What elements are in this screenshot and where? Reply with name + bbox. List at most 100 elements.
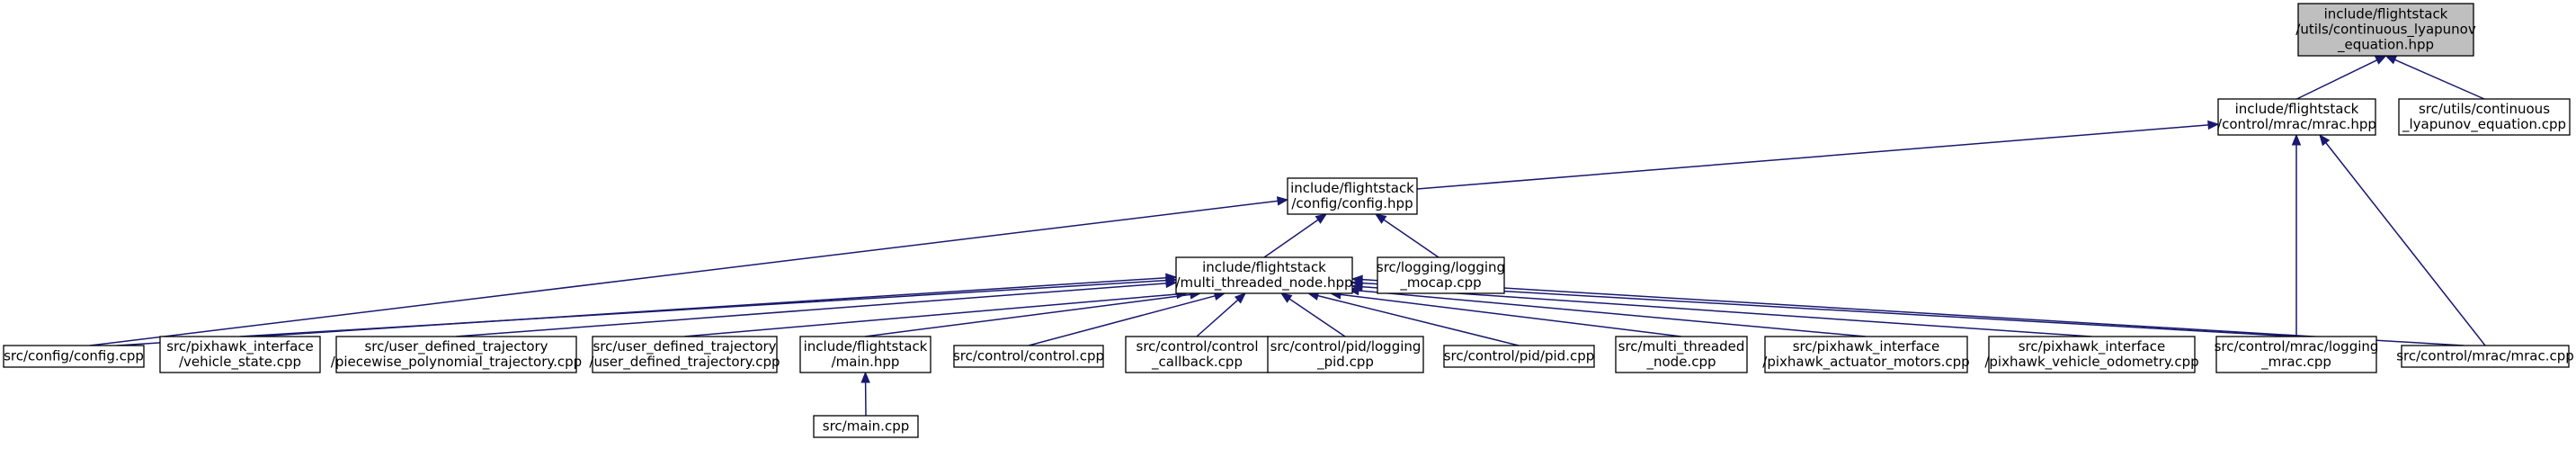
node-ctrlcb-cpp[interactable]: src/control/control_callback.cpp [1125,336,1270,373]
edge-arrowhead [2374,55,2387,65]
node-label-line: src/pixhawk_interface [2019,338,2166,355]
node-mtn-hpp[interactable]: include/flightstack/multi_threaded_node.… [1175,256,1353,294]
node-box[interactable] [2401,345,2570,368]
node-label-line: src/user_defined_trajectory [593,338,776,355]
node-label-line: include/flightstack [1202,259,1326,275]
edge-line [1361,285,2092,337]
edge-line [455,283,1167,337]
edge-logmrac_cpp-to-mrac_hpp [2291,133,2302,337]
edge-line [89,200,1279,346]
node-lyap-cpp[interactable]: src/utils/continuous_lyapunov_equation.c… [2398,98,2571,136]
node-box[interactable] [953,345,1104,368]
edge-line [1288,298,1346,337]
edge-line [683,293,1178,337]
node-label-line: /piecewise_polynomial_trajectory.cpp [331,354,582,371]
edge-arrowhead [1315,213,1328,224]
edge-logmocap_cpp-to-config_hpp [1374,213,1440,258]
edge-line [1383,219,1440,258]
node-logmrac-cpp[interactable]: src/control/mrac/logging_mrac.cpp [2215,336,2379,373]
node-label-line: _callback.cpp [1151,354,1243,371]
node-box[interactable] [159,336,321,373]
node-main-hpp[interactable]: include/flightstack/main.hpp [799,336,931,373]
edge-line [1358,290,1867,337]
node-label-line: /pixhawk_vehicle_odometry.cpp [1984,354,2198,371]
edge-arrowhead [2207,120,2220,130]
node-label-line: include/flightstack [804,338,928,355]
node-box[interactable] [2297,3,2474,57]
edge-arrowhead [2291,133,2302,146]
edge-piecewise_cpp-to-mtn_hpp [455,278,1178,337]
node-label-line: src/control/mrac/logging [2215,338,2379,355]
edge-arrowhead [1165,278,1178,289]
node-label-line: src/control/pid/pid.cpp [1444,348,1595,364]
node-actmot-cpp[interactable]: src/pixhawk_interface/pixhawk_actuator_m… [1762,336,1970,373]
node-box[interactable] [799,336,931,373]
edge-line [1340,293,1682,337]
edge-line [1263,219,1319,258]
node-control-cpp[interactable]: src/control/control.cpp [953,345,1104,368]
node-label-line: src/main.cpp [823,418,910,435]
edge-line [2394,58,2485,100]
node-mrac-cpp[interactable]: src/control/mrac/mrac.cpp [2396,345,2574,368]
node-box[interactable] [1287,177,1418,215]
node-config-hpp[interactable]: include/flightstack/config/config.hpp [1287,177,1418,215]
node-box[interactable] [592,336,778,373]
node-label-line: include/flightstack [2235,101,2359,117]
node-label-line: include/flightstack [1290,180,1414,196]
node-box[interactable] [2398,98,2571,136]
node-label-line: _pid.cpp [1316,354,1374,371]
nodes-layer: include/flightstack/utils/continuous_lya… [3,3,2574,438]
node-box[interactable] [2217,98,2376,136]
node-lyap-hpp[interactable]: include/flightstack/utils/continuous_lya… [2295,3,2476,57]
node-mtn-cpp[interactable]: src/multi_threaded_node.cpp [1615,336,1748,373]
node-piecewise-cpp[interactable]: src/user_defined_trajectory/piecewise_po… [331,336,582,373]
node-box[interactable] [2215,336,2377,373]
node-label-line: src/control/control [1136,338,1259,355]
edge-mrac_cpp-to-mrac_hpp [2319,133,2486,346]
node-logpid-cpp[interactable]: src/control/pid/logging_pid.cpp [1267,336,1424,373]
edge-line [239,279,1167,337]
node-label-line: /user_defined_trajectory.cpp [589,354,780,371]
node-box[interactable] [1377,256,1505,294]
node-label-line: /multi_threaded_node.hpp [1175,274,1352,292]
edge-line [864,293,1191,337]
node-label-line: src/utils/continuous [2419,101,2550,117]
node-label-line: _equation.hpp [2337,37,2434,54]
node-mrac-hpp[interactable]: include/flightstack/control/mrac/mrac.hp… [2217,98,2376,136]
edge-arrowhead [1374,213,1387,224]
edge-line [1196,299,1239,337]
node-config-cpp[interactable]: src/config/config.cpp [3,345,145,368]
node-label-line: src/multi_threaded [1618,338,1745,355]
node-box[interactable] [1443,345,1595,368]
edge-config_hpp-to-mrac_hpp [1416,120,2220,190]
node-vodom-cpp[interactable]: src/pixhawk_interface/pixhawk_vehicle_od… [1984,336,2199,373]
node-box[interactable] [1615,336,1748,373]
node-vstate-cpp[interactable]: src/pixhawk_interface/vehicle_state.cpp [159,336,321,373]
node-box[interactable] [1125,336,1270,373]
edge-arrowhead [1276,196,1289,206]
node-box[interactable] [1764,336,1968,373]
node-pid-cpp[interactable]: src/control/pid/pid.cpp [1443,345,1595,368]
node-main-cpp[interactable]: src/main.cpp [813,415,919,438]
edge-arrowhead [2319,133,2331,147]
node-box[interactable] [3,345,145,368]
node-label-line: _mocap.cpp [1399,274,1481,292]
node-box[interactable] [335,336,577,373]
edge-mrac_hpp-to-lyap_hpp [2296,55,2387,100]
node-logmocap-cpp[interactable]: src/logging/logging_mocap.cpp [1377,256,1505,294]
edge-main_cpp-to-main_hpp [860,371,870,417]
node-label-line: include/flightstack [2324,6,2448,22]
node-udt-cpp[interactable]: src/user_defined_trajectory/user_defined… [589,336,780,373]
node-box[interactable] [813,415,919,438]
node-label-line: _lyapunov_equation.cpp [2402,116,2566,133]
node-label-line: /control/mrac/mrac.hpp [2217,116,2376,132]
node-box[interactable] [1175,256,1353,294]
edge-mrac_cpp-to-mtn_hpp [1350,274,2465,346]
node-box[interactable] [1267,336,1424,373]
node-label-line: /utils/continuous_lyapunov [2295,22,2476,39]
node-label-line: src/logging/logging [1377,259,1505,275]
node-box[interactable] [1988,336,2196,373]
edge-line [2325,142,2486,346]
edge-ctrlcb_cpp-to-mtn_hpp [1196,292,1246,337]
